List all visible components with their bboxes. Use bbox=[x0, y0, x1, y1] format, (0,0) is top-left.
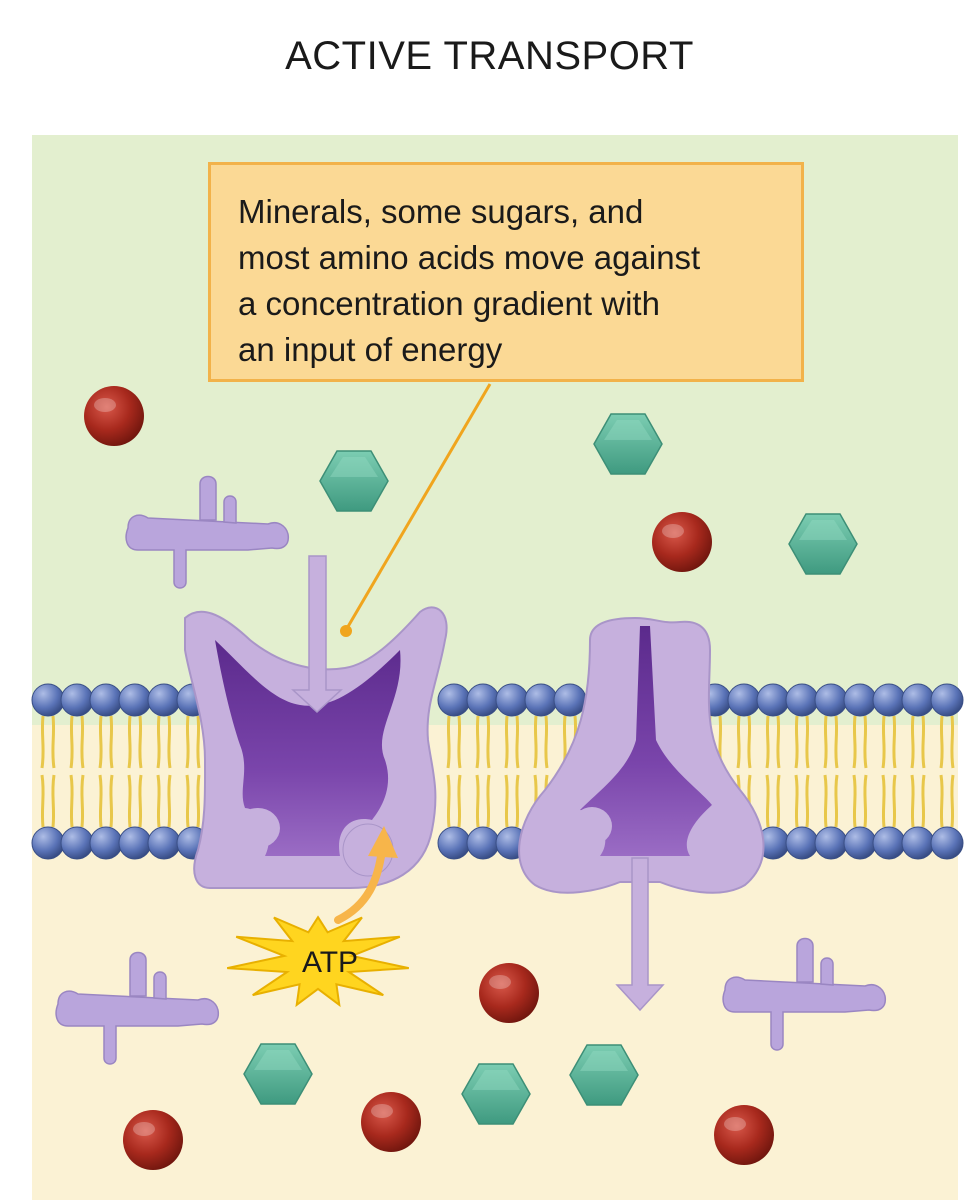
phospholipid-head bbox=[437, 826, 471, 860]
callout-line: Minerals, some sugars, and bbox=[238, 193, 644, 230]
phospholipid-head bbox=[147, 826, 181, 860]
phospholipid-head bbox=[901, 683, 935, 717]
phospholipid-head bbox=[466, 826, 500, 860]
mineral-ion-icon bbox=[479, 963, 539, 1023]
phospholipid-head bbox=[60, 826, 94, 860]
phospholipid-head bbox=[31, 826, 65, 860]
phospholipid-head bbox=[930, 826, 964, 860]
phospholipid-head bbox=[466, 683, 500, 717]
carrier-protein-open-inside bbox=[518, 616, 765, 1012]
energy-arrow bbox=[334, 846, 386, 924]
phospholipid-head bbox=[118, 683, 152, 717]
phospholipid-head bbox=[901, 826, 935, 860]
phospholipid-head bbox=[118, 826, 152, 860]
mineral-ion-icon bbox=[652, 512, 712, 572]
phospholipid-head bbox=[756, 683, 790, 717]
phospholipid-head bbox=[785, 683, 819, 717]
callout-line: a concentration gradient with bbox=[238, 285, 660, 322]
phospholipid-head bbox=[785, 826, 819, 860]
phospholipid-head bbox=[843, 683, 877, 717]
phospholipid-head bbox=[495, 683, 529, 717]
phospholipid-head bbox=[814, 826, 848, 860]
callout-line: an input of energy bbox=[238, 331, 503, 368]
phospholipid-head bbox=[727, 683, 761, 717]
phospholipid-head bbox=[930, 683, 964, 717]
energy-arrow-head bbox=[368, 826, 398, 858]
phospholipid-head bbox=[89, 826, 123, 860]
callout-box: Minerals, some sugars, and most amino ac… bbox=[208, 162, 804, 382]
phospholipid-head bbox=[89, 683, 123, 717]
mineral-ion-icon bbox=[361, 1092, 421, 1152]
phospholipid-head bbox=[147, 683, 181, 717]
callout-line: most amino acids move against bbox=[238, 239, 701, 276]
phospholipid-head bbox=[814, 683, 848, 717]
atp-starburst-icon bbox=[226, 915, 410, 1008]
mineral-ion-icon bbox=[714, 1105, 774, 1165]
mineral-ion-icon bbox=[84, 386, 144, 446]
callout-leader-line bbox=[344, 383, 492, 631]
mineral-ion-icon bbox=[123, 1110, 183, 1170]
phospholipid-head bbox=[872, 683, 906, 717]
phospholipid-head bbox=[60, 683, 94, 717]
phospholipid-head bbox=[437, 683, 471, 717]
phospholipid-head bbox=[872, 826, 906, 860]
phospholipid-head bbox=[31, 683, 65, 717]
atp-label: ATP bbox=[301, 946, 359, 979]
phospholipid-head bbox=[524, 683, 558, 717]
callout-leader-dot bbox=[340, 625, 352, 637]
diagram-title: ACTIVE TRANSPORT bbox=[285, 34, 694, 78]
phospholipid-head bbox=[553, 683, 587, 717]
phospholipid-head bbox=[843, 826, 877, 860]
